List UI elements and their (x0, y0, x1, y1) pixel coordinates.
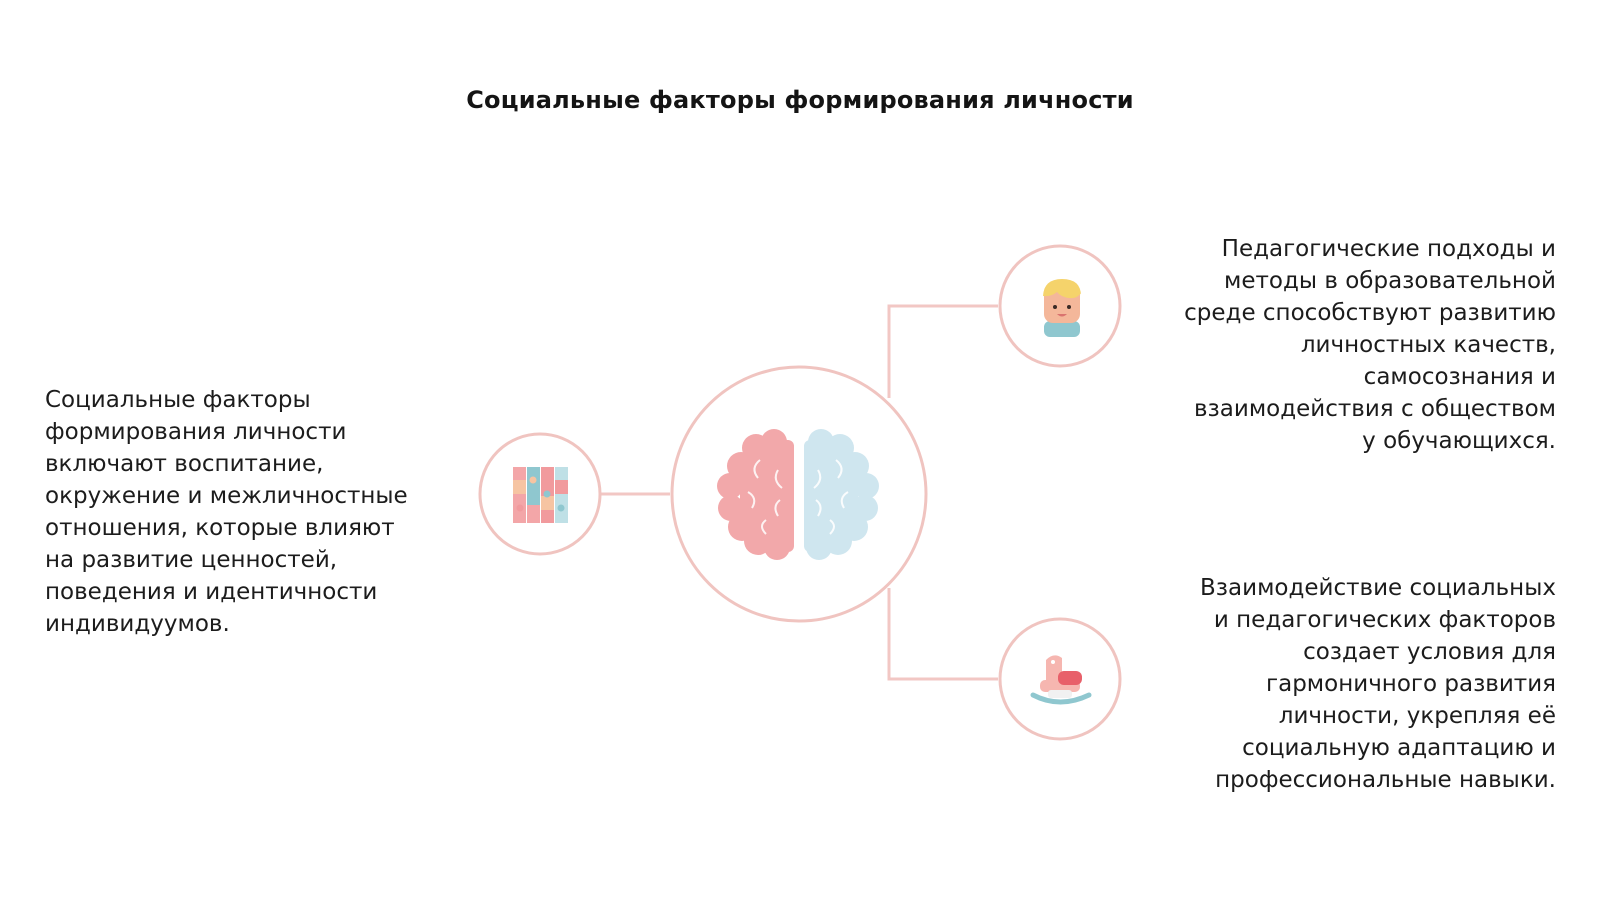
child-face-icon (1043, 279, 1081, 337)
center-node (670, 365, 928, 623)
left-node (478, 432, 602, 556)
rocking-horse-icon (1030, 655, 1092, 705)
connector-right-bottom (887, 588, 998, 681)
puzzle-icon (513, 467, 568, 523)
right-top-node-text: Педагогические подходы и методы в образо… (1184, 236, 1556, 454)
connectors (600, 304, 998, 681)
connector-right-top (887, 304, 998, 398)
left-node-text: Социальные факторы формирования личности… (45, 387, 408, 637)
brain-icon (717, 429, 879, 560)
right-bottom-node-text: Взаимодействие социальных и педагогическ… (1200, 575, 1556, 793)
right-bottom-node (998, 617, 1122, 741)
diagram-title: Социальные факторы формирования личности (466, 86, 1134, 114)
right-top-node (998, 244, 1122, 368)
